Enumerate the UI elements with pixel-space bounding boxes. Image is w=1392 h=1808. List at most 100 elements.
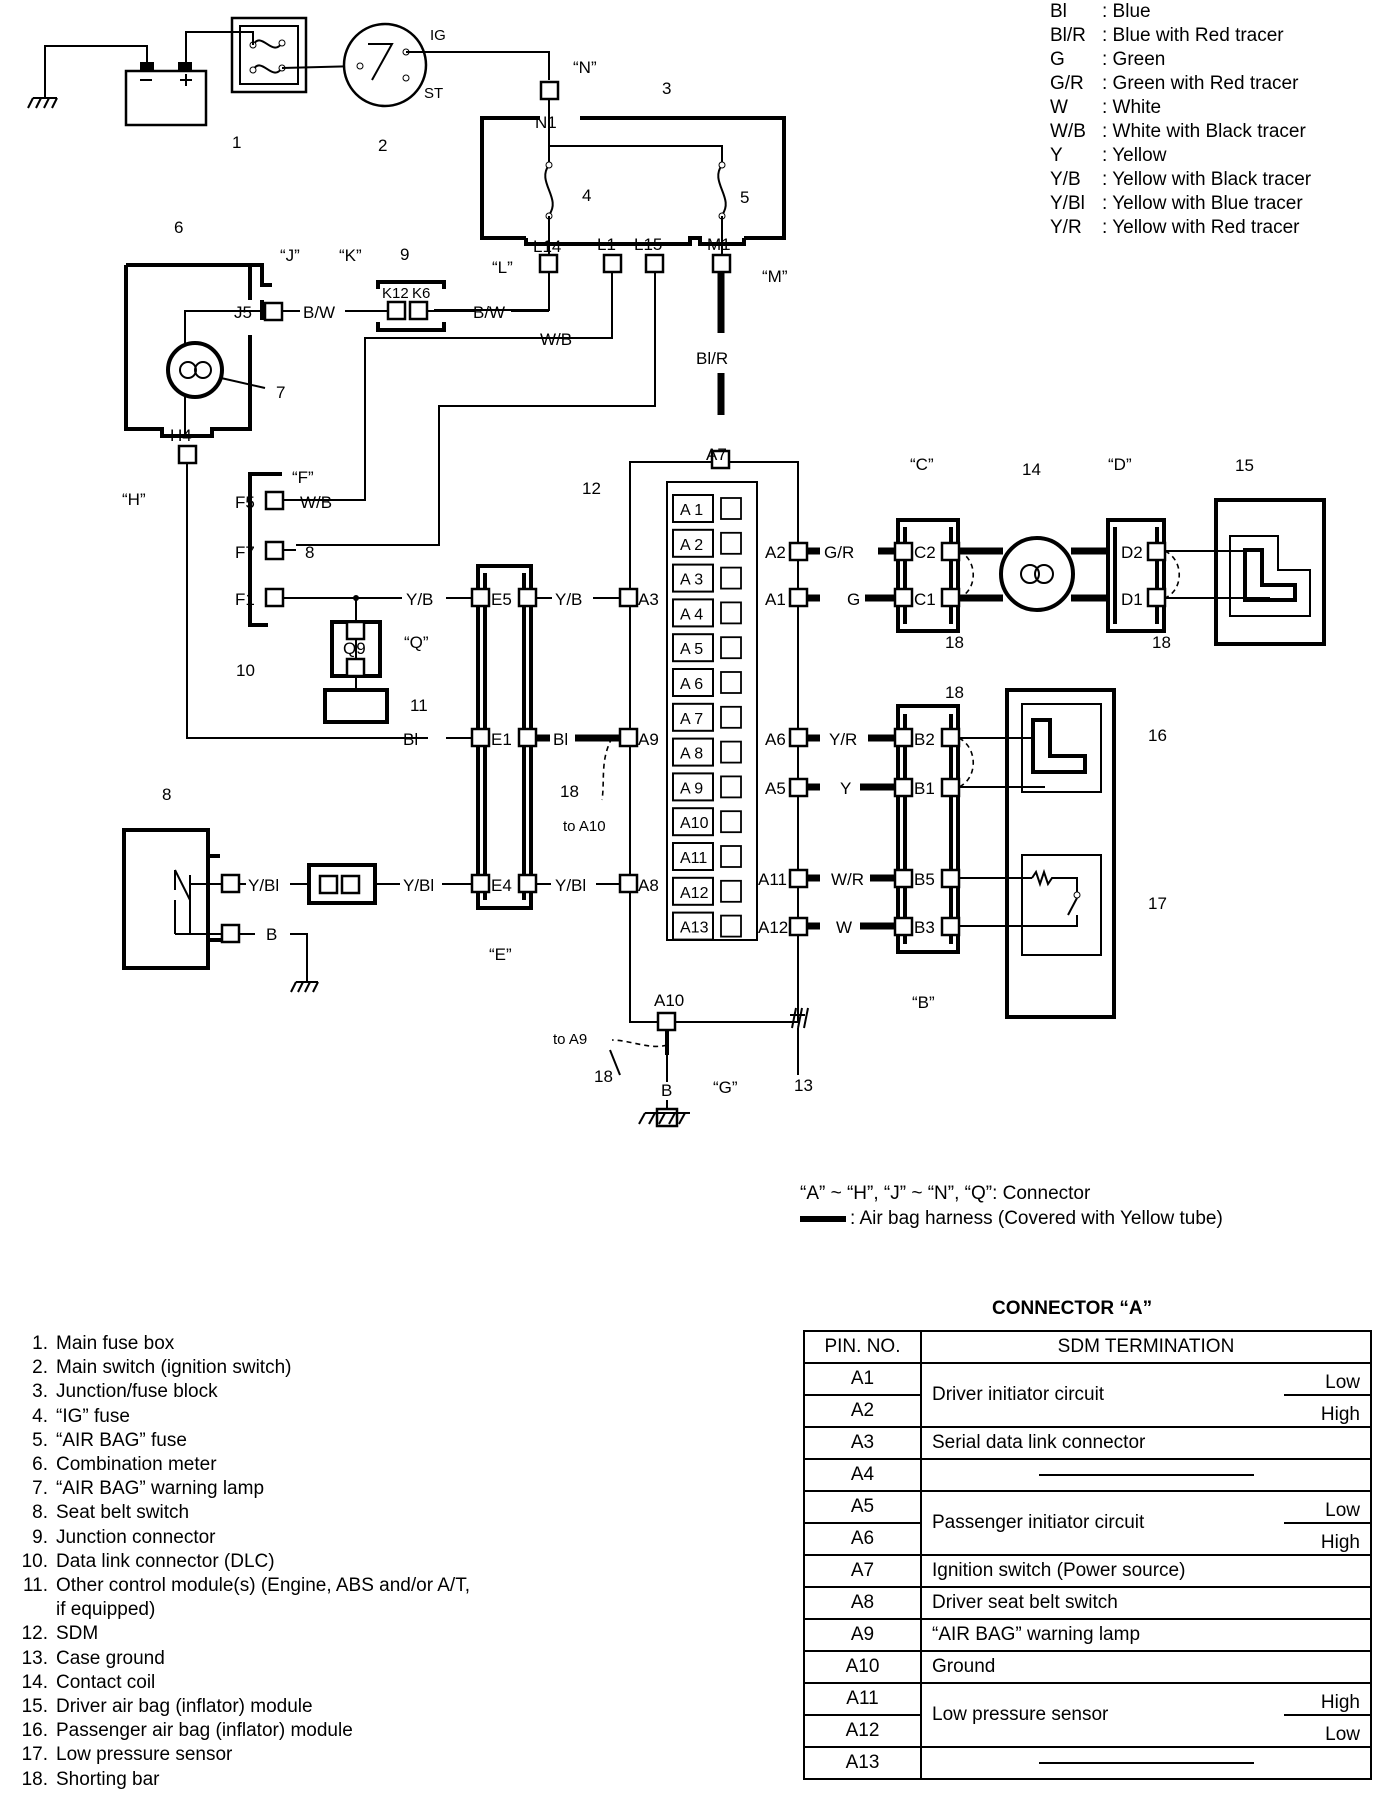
- table-row: A1 Driver initiator circuit Low: [803, 1362, 1372, 1428]
- sdm-pin-box: [672, 633, 714, 663]
- list-item: 2.Main switch (ignition switch): [12, 1356, 470, 1380]
- part-label-17: 17: [1148, 894, 1167, 913]
- terminal-f1: F1: [235, 590, 255, 609]
- part-label-4: 4: [582, 186, 591, 205]
- connector-b: [893, 704, 974, 954]
- terminal-d1: D1: [1121, 590, 1143, 609]
- sdm-pin-box: [672, 842, 714, 871]
- part-label-6: 6: [174, 218, 183, 237]
- part-label-18e: 18: [594, 1067, 613, 1086]
- level-cell: Low: [1284, 1490, 1372, 1524]
- sdm-ground: [609, 1030, 690, 1128]
- sdm-pin-contact: [720, 740, 742, 764]
- part-name: Driver air bag (inflator) module: [56, 1696, 313, 1718]
- table-row: A9 “AIR BAG” warning lamp: [803, 1618, 1372, 1652]
- wire-label-wb-2: W/B: [300, 493, 332, 512]
- sdm-pin-box: [672, 528, 714, 558]
- terminal-a5: A5: [765, 779, 786, 798]
- terminal-e1: E1: [491, 730, 512, 749]
- sdm-pin-box: [672, 702, 714, 732]
- sdm-pin-box: [672, 911, 714, 941]
- legend-meaning: : White: [1102, 97, 1162, 118]
- battery: [124, 62, 208, 127]
- sdm-pin-label: A 5: [680, 641, 703, 658]
- terminal-st: ST: [424, 85, 443, 102]
- legend-code: W: [1050, 97, 1068, 118]
- part-name: “AIR BAG” fuse: [56, 1429, 187, 1451]
- part-name: Seat belt switch: [56, 1502, 190, 1524]
- table-row: A4: [803, 1458, 1372, 1492]
- part-label-14: 14: [1022, 460, 1041, 479]
- list-item: 1.Main fuse box: [12, 1332, 470, 1356]
- pin-cell: A10: [803, 1650, 922, 1684]
- terminal-j5: J5: [234, 303, 252, 322]
- part-number: 2.: [32, 1357, 48, 1379]
- part-number: 3.: [32, 1381, 48, 1403]
- part-name: Other control module(s) (Engine, ABS and…: [56, 1575, 470, 1597]
- part-name: Junction connector: [56, 1526, 216, 1548]
- connector-label-k: “K”: [339, 246, 362, 265]
- terminal-d2: D2: [1121, 543, 1143, 562]
- legend-code: Y/Bl: [1050, 193, 1085, 214]
- pin-cell: A1: [803, 1362, 922, 1396]
- part-name: Combination meter: [56, 1454, 217, 1476]
- table-row: A7 Ignition switch (Power source): [803, 1554, 1372, 1588]
- main-fuse-box: [185, 16, 361, 94]
- part-label-15: 15: [1235, 456, 1254, 475]
- legend-row: W/B: White with Black tracer: [1050, 120, 1311, 144]
- legend-code: G/R: [1050, 73, 1084, 94]
- col-pin-header: PIN. NO.: [803, 1330, 922, 1364]
- pin-cell: A8: [803, 1586, 922, 1620]
- empty-dash: [1038, 1473, 1254, 1476]
- legend-meaning: : Green: [1102, 49, 1166, 70]
- part-label-9: 9: [400, 245, 409, 264]
- list-item: 4.“IG” fuse: [12, 1405, 470, 1429]
- terminal-c1: C1: [914, 590, 936, 609]
- wire-h4-bl: [186, 463, 428, 739]
- legend-row: Y/B: Yellow with Black tracer: [1050, 168, 1311, 192]
- legend-meaning: : Green with Red tracer: [1102, 73, 1299, 94]
- sdm-pin-label: A 8: [680, 746, 703, 763]
- list-item: 9.Junction connector: [12, 1526, 470, 1550]
- sdm-pin-box: [672, 598, 714, 628]
- termination-cell: Ignition switch (Power source): [920, 1554, 1372, 1588]
- pin-cell: A13: [803, 1746, 922, 1780]
- legend-code: Bl: [1050, 1, 1067, 22]
- pin-cell: A12: [803, 1714, 922, 1748]
- pin-cell: A5: [803, 1490, 922, 1524]
- seat-belt-inline-connector: [290, 863, 472, 905]
- table-row: A13: [803, 1746, 1372, 1780]
- sdm-pin-contact: [720, 497, 742, 520]
- pin-cell: A9: [803, 1618, 922, 1652]
- pin-cell: A4: [803, 1458, 922, 1492]
- list-item: 16.Passenger air bag (inflator) module: [12, 1719, 470, 1743]
- sdm-pin-contact: [720, 810, 742, 834]
- sdm-pin-box: [672, 494, 714, 523]
- connector-label-n: “N”: [573, 58, 597, 77]
- level-cell: Low: [1284, 1714, 1372, 1748]
- part-number: 6.: [32, 1454, 48, 1476]
- part-label-16: 16: [1148, 726, 1167, 745]
- empty-dash: [1038, 1761, 1254, 1764]
- connector-a-table: PIN. NO. SDM TERMINATION A1 Driver initi…: [803, 1330, 1372, 1780]
- terminal-l15: L15: [634, 235, 662, 254]
- legend-row: Bl: Blue: [1050, 0, 1311, 24]
- part-number: 13.: [21, 1647, 48, 1669]
- terminal-n1: N1: [535, 113, 557, 132]
- list-item: 14.Contact coil: [12, 1671, 470, 1695]
- sdm-pin-box: [672, 876, 714, 906]
- list-item: if equipped): [12, 1598, 470, 1622]
- sdm-pin-contact: [720, 531, 742, 555]
- terminal-k12: K12: [382, 285, 409, 302]
- legend-meaning: : Yellow with Blue tracer: [1102, 193, 1303, 214]
- sdm-pin-label: A11: [680, 850, 707, 867]
- list-item: 12.SDM: [12, 1622, 470, 1646]
- sdm-pin-label: A 1: [680, 502, 703, 519]
- connector-d: [1106, 518, 1180, 633]
- termination-cell-empty: [920, 1746, 1372, 1780]
- terminal-a1: A1: [765, 590, 786, 609]
